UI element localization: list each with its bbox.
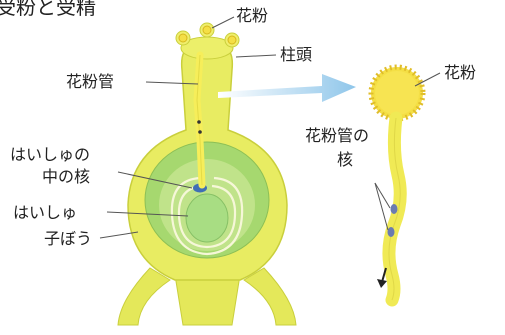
label-pollen-right: 花粉 [444, 63, 476, 83]
tube-nucleus-1 [391, 204, 398, 214]
tube-dot-2 [198, 130, 202, 134]
label-stigma: 柱頭 [280, 45, 312, 65]
label-ovule: はいしゅ [13, 203, 77, 223]
leader-stigma [236, 55, 276, 57]
pollen-germinating [371, 67, 423, 300]
label-tube-nucleus-line1: 花粉管の [305, 126, 369, 146]
pistil-base-left [118, 268, 170, 325]
label-ovule-nucleus-line1: はいしゅの [10, 145, 90, 165]
pistil-base-right [244, 268, 296, 325]
label-pollen-tube: 花粉管 [66, 72, 114, 92]
pistil-stalk [175, 275, 240, 325]
diagram-title: 受粉と受精 [0, 0, 96, 19]
label-tube-nucleus-line2: 核 [337, 150, 353, 170]
leader-pollen-top [212, 17, 234, 28]
leader-tube-nucleus-2 [375, 183, 388, 230]
tube-dot-1 [197, 120, 201, 124]
label-ovary: 子ぼう [44, 229, 92, 249]
tube-nucleus-2 [388, 227, 395, 237]
pistil [118, 23, 296, 325]
label-pollen-top: 花粉 [236, 6, 268, 26]
leader-tube-nucleus-1 [375, 183, 390, 208]
transition-arrow [218, 74, 356, 102]
label-ovule-nucleus-line2: 中の核 [42, 167, 90, 187]
ovule [186, 194, 228, 242]
